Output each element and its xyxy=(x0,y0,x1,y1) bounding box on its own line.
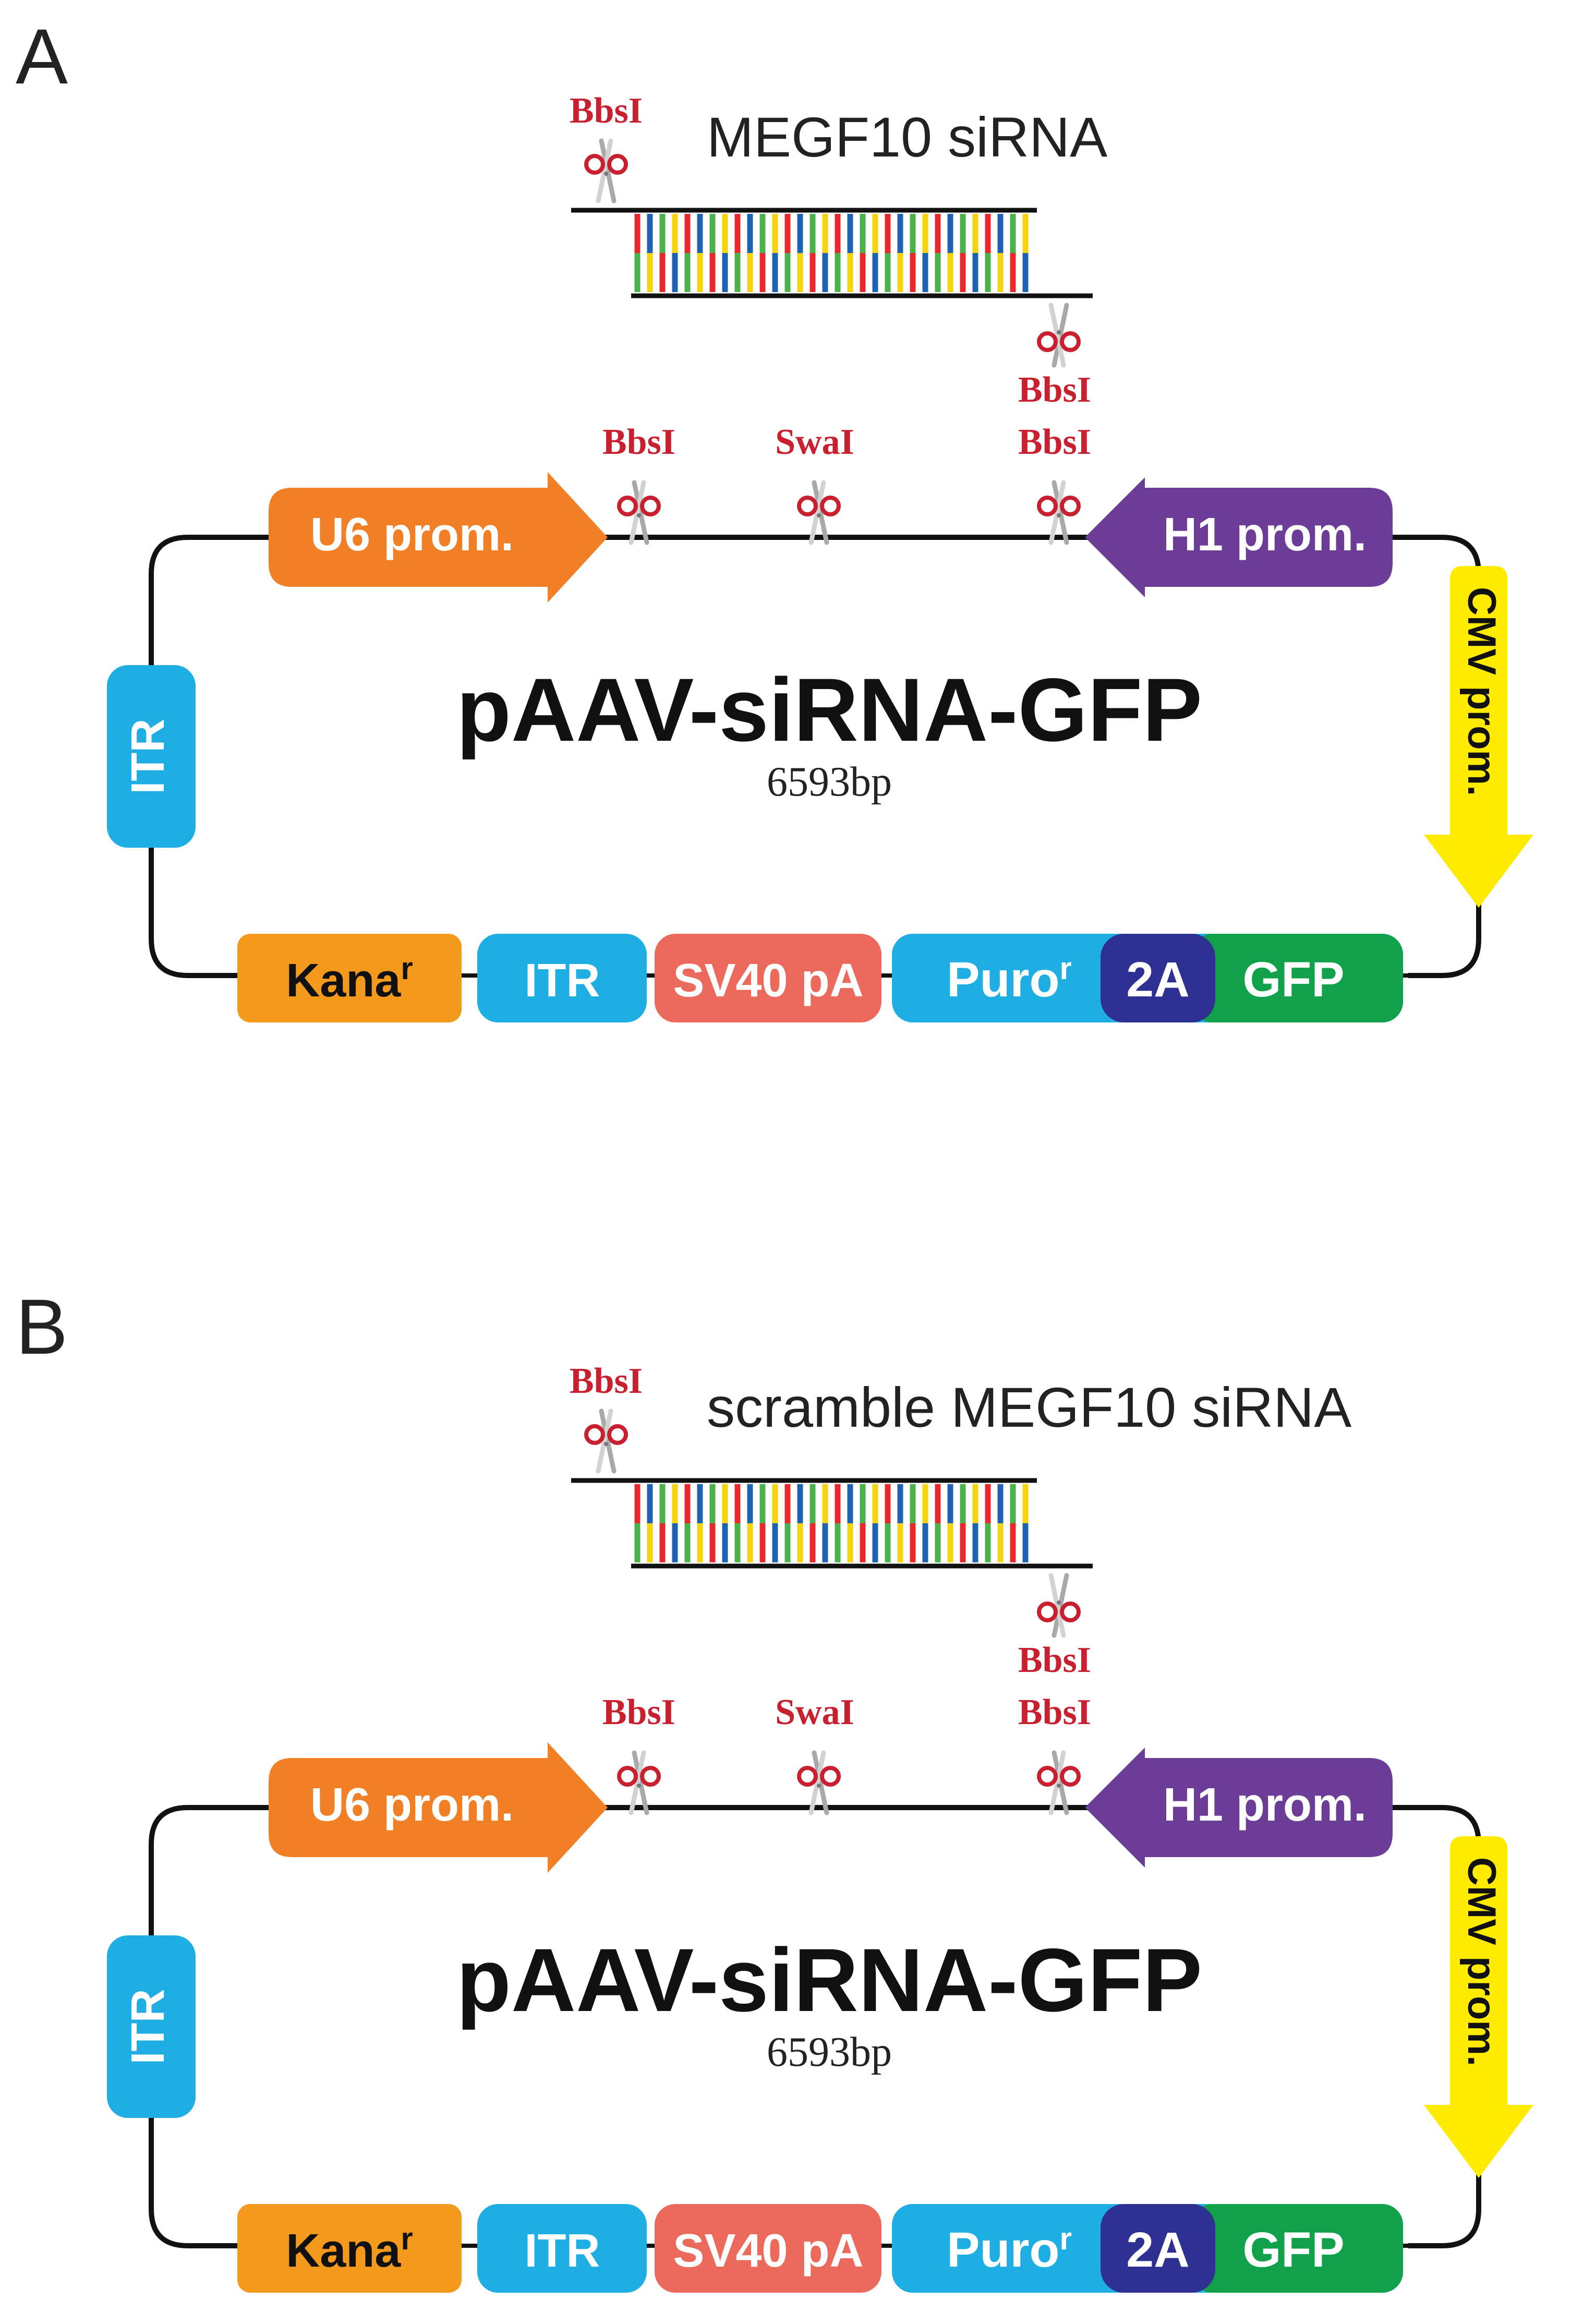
scissors-icon xyxy=(619,1753,659,1813)
sirna-insert: BbsI scramble MEGF10 siRNA BbsI xyxy=(570,1361,1351,1680)
restriction-enzyme-label: SwaI xyxy=(775,1692,854,1732)
cmv-promoter-arrow xyxy=(1424,1836,1533,2178)
restriction-enzyme-label: BbsI xyxy=(1018,422,1091,462)
panel-label: B xyxy=(16,1283,68,1370)
u6-promoter-arrow xyxy=(269,472,608,603)
gfp-box xyxy=(1192,2204,1403,2293)
restriction-enzyme-label: BbsI xyxy=(570,1361,643,1401)
itr-bottom-label: ITR xyxy=(525,2225,600,2277)
h1-promoter-arrow xyxy=(1085,1748,1393,1868)
u6-promoter-label: U6 prom. xyxy=(310,509,514,561)
scissors-icon xyxy=(586,141,626,201)
gfp-label: GFP xyxy=(1242,2222,1344,2278)
cmv-promoter-label: CMV prom. xyxy=(1459,1857,1504,2066)
t2a-box xyxy=(1101,934,1215,1022)
kana-label: Kanar xyxy=(286,2221,413,2278)
puro-superscript: r xyxy=(1060,951,1072,986)
itr-bottom-label: ITR xyxy=(525,955,600,1007)
cmv-promoter-arrow xyxy=(1424,566,1533,908)
panel-label: A xyxy=(16,13,68,100)
scissors-icon xyxy=(1039,483,1079,543)
plasmid-name: pAAV-siRNA-GFP xyxy=(456,1930,1202,2030)
itr-bottom-box xyxy=(477,934,647,1022)
insert-label: MEGF10 siRNA xyxy=(707,105,1107,168)
kana-superscript: r xyxy=(401,951,413,986)
h1-promoter-arrow xyxy=(1085,477,1393,597)
scissors-icon xyxy=(1039,1753,1079,1813)
restriction-enzyme-label: BbsI xyxy=(1018,1692,1091,1732)
sirna-insert: BbsI MEGF10 siRNA BbsI xyxy=(570,91,1107,410)
sv40-box xyxy=(655,2204,881,2293)
itr-bottom-box xyxy=(477,2204,647,2293)
h1-promoter-label: H1 prom. xyxy=(1163,1779,1367,1831)
t2a-box xyxy=(1101,2204,1215,2293)
puro-label: Puror xyxy=(947,951,1072,1008)
panel-a: A BbsI MEGF10 siRNA BbsI BbsI SwaI BbsI U6 prom… xyxy=(16,13,1533,1022)
itr-left-box xyxy=(107,1935,196,2118)
sv40-box xyxy=(655,934,881,1022)
scissors-icon xyxy=(799,483,839,543)
kana-superscript: r xyxy=(401,2221,413,2256)
sv40-label: SV40 pA xyxy=(673,2225,863,2277)
gfp-box xyxy=(1192,934,1403,1022)
puro-superscript: r xyxy=(1060,2221,1072,2256)
plasmid-size: 6593bp xyxy=(767,2029,892,2075)
scissors-icon xyxy=(1039,1575,1079,1635)
panel-b: B BbsI scramble MEGF10 siRNA BbsI BbsI SwaI Bb… xyxy=(16,1283,1533,2293)
h1-promoter-label: H1 prom. xyxy=(1163,509,1367,561)
restriction-enzyme-label: BbsI xyxy=(1018,1640,1091,1680)
plasmid-name: pAAV-siRNA-GFP xyxy=(456,660,1202,760)
u6-promoter-arrow xyxy=(269,1742,608,1873)
sv40-label: SV40 pA xyxy=(673,955,863,1007)
scissors-icon xyxy=(619,483,659,543)
kana-box xyxy=(237,934,462,1022)
itr-left-label: ITR xyxy=(122,719,174,794)
itr-left-box xyxy=(107,665,196,848)
kana-box xyxy=(237,2204,462,2293)
insert-label: scramble MEGF10 siRNA xyxy=(707,1376,1351,1439)
t2a-label: 2A xyxy=(1126,952,1189,1007)
gfp-label: GFP xyxy=(1242,952,1344,1007)
u6-promoter-label: U6 prom. xyxy=(310,1779,514,1831)
t2a-label: 2A xyxy=(1126,2222,1189,2278)
itr-left-label: ITR xyxy=(122,1989,174,2065)
puro-label: Puror xyxy=(947,2221,1072,2278)
scissors-icon xyxy=(586,1411,626,1471)
scissors-icon xyxy=(799,1753,839,1813)
plasmid-size: 6593bp xyxy=(767,759,892,805)
restriction-enzyme-label: SwaI xyxy=(775,422,854,462)
scissors-icon xyxy=(1039,305,1079,365)
restriction-enzyme-label: BbsI xyxy=(602,1692,675,1732)
cmv-promoter-label: CMV prom. xyxy=(1459,587,1504,796)
kana-label: Kanar xyxy=(286,951,413,1007)
restriction-enzyme-label: BbsI xyxy=(602,422,675,462)
restriction-enzyme-label: BbsI xyxy=(570,91,643,131)
restriction-enzyme-label: BbsI xyxy=(1018,370,1091,410)
